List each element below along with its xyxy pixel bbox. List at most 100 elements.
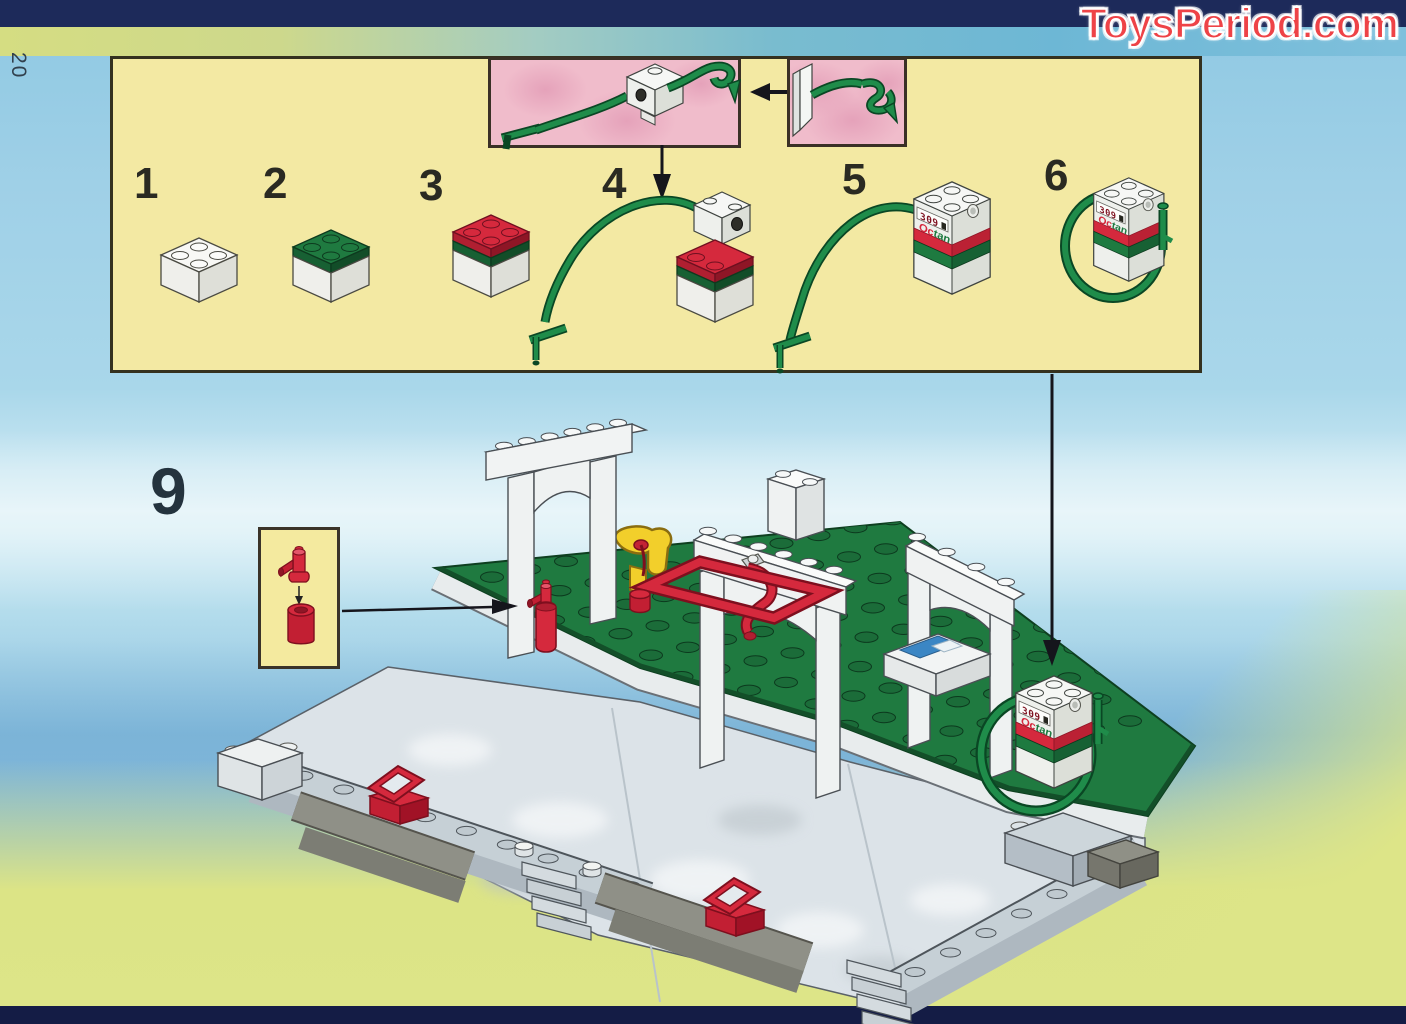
main-step-number: 9 bbox=[150, 454, 187, 528]
stud bbox=[724, 534, 743, 544]
step-number-5: 5 bbox=[842, 155, 867, 204]
stud bbox=[565, 665, 589, 677]
stud bbox=[554, 555, 578, 567]
stud bbox=[904, 967, 926, 977]
stud bbox=[978, 549, 1003, 561]
stud bbox=[1046, 889, 1068, 899]
stud bbox=[985, 522, 1009, 531]
red-valve-assembly bbox=[527, 579, 557, 653]
watermark: ToysPeriod.com bbox=[1080, 0, 1400, 49]
hose-detail-inset bbox=[488, 57, 741, 148]
stud bbox=[699, 526, 717, 536]
round-plates-on-wall bbox=[514, 841, 602, 878]
stud bbox=[1118, 715, 1142, 727]
stud bbox=[1137, 627, 1162, 639]
top-navy-band bbox=[0, 0, 1406, 27]
stud bbox=[1256, 575, 1279, 585]
stud bbox=[1304, 676, 1327, 686]
stud bbox=[1022, 522, 1046, 524]
stud bbox=[1199, 671, 1222, 681]
stud bbox=[774, 550, 793, 559]
stud bbox=[1011, 908, 1032, 919]
stud bbox=[1206, 641, 1229, 651]
stud bbox=[1073, 446, 1096, 456]
bottom-navy-band bbox=[0, 1006, 1406, 1024]
top-color-band bbox=[0, 27, 1406, 56]
stud bbox=[948, 527, 972, 539]
stud bbox=[1194, 531, 1195, 543]
stud bbox=[480, 571, 504, 583]
stud bbox=[537, 853, 559, 864]
stud bbox=[1076, 584, 1101, 596]
stud bbox=[888, 485, 911, 495]
stud bbox=[1107, 605, 1131, 617]
stud bbox=[750, 625, 774, 638]
stud bbox=[749, 542, 768, 551]
step-number-6: 6 bbox=[1044, 151, 1069, 200]
step-number-1: 1 bbox=[134, 159, 159, 208]
stud bbox=[1066, 475, 1089, 485]
stud bbox=[739, 522, 763, 528]
stud bbox=[1347, 639, 1370, 649]
stud bbox=[975, 928, 997, 938]
hose-wrap-inset bbox=[787, 57, 907, 147]
stud bbox=[1155, 707, 1179, 719]
stud bbox=[1164, 510, 1187, 520]
stud bbox=[1378, 661, 1401, 671]
arch-left bbox=[483, 423, 649, 659]
stud bbox=[1015, 541, 1040, 553]
stud bbox=[1083, 554, 1107, 567]
stud bbox=[874, 543, 898, 555]
stud bbox=[1026, 650, 1051, 663]
stud bbox=[1267, 684, 1290, 694]
stud bbox=[1144, 597, 1168, 610]
step-number-4: 4 bbox=[602, 159, 627, 208]
stud bbox=[1236, 663, 1259, 673]
stud bbox=[997, 577, 1015, 587]
stud bbox=[1157, 538, 1181, 551]
stud bbox=[861, 602, 885, 614]
valve-detail-inset bbox=[258, 527, 340, 669]
stud bbox=[867, 572, 892, 585]
stud bbox=[1249, 604, 1272, 614]
corner-brick bbox=[215, 738, 305, 801]
stud bbox=[992, 491, 1015, 501]
stud bbox=[1126, 522, 1151, 529]
stud bbox=[1100, 635, 1125, 647]
stud bbox=[925, 477, 948, 487]
step-number-3: 3 bbox=[419, 161, 444, 210]
stud bbox=[918, 507, 941, 517]
stud bbox=[928, 615, 953, 628]
stud bbox=[1134, 489, 1157, 499]
stud bbox=[1094, 664, 1118, 676]
stud bbox=[937, 547, 956, 557]
red-frame-rail bbox=[628, 555, 845, 625]
stud bbox=[1161, 678, 1186, 690]
stud bbox=[775, 470, 791, 478]
stud bbox=[1181, 589, 1195, 602]
stud bbox=[496, 839, 518, 850]
stud bbox=[1097, 496, 1120, 506]
stud bbox=[825, 565, 843, 575]
stud bbox=[967, 562, 986, 572]
stud bbox=[908, 532, 926, 542]
pump-nozzle bbox=[1092, 692, 1110, 744]
stud bbox=[455, 825, 477, 836]
dark-gray-bricks bbox=[290, 791, 814, 993]
stud bbox=[1060, 504, 1083, 514]
page-number: 20 bbox=[7, 52, 30, 80]
stud bbox=[962, 469, 985, 479]
stud bbox=[1243, 633, 1266, 643]
stud bbox=[769, 537, 794, 549]
stud bbox=[999, 461, 1022, 471]
stud bbox=[1225, 553, 1248, 563]
stud bbox=[854, 631, 879, 643]
stud bbox=[851, 493, 874, 503]
stud bbox=[1341, 668, 1364, 678]
red-round-brick bbox=[629, 588, 651, 614]
stud bbox=[608, 628, 633, 640]
stud bbox=[645, 620, 670, 632]
stud bbox=[1230, 692, 1253, 702]
stud bbox=[1150, 568, 1175, 580]
